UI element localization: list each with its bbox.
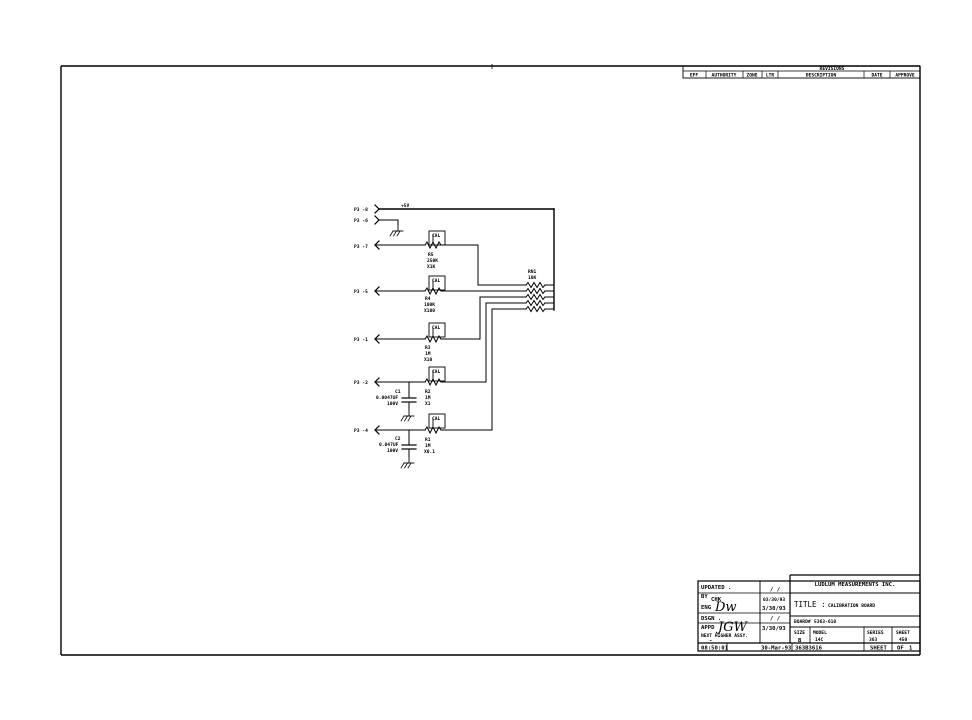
- cal-label: CAL: [432, 416, 441, 422]
- sheet-label: SHEET: [896, 630, 910, 636]
- print-time: 08:50:01: [701, 646, 729, 652]
- title-block: UPDATED . / / BY CHK 03/30/93 ENG Dw 3/3…: [697, 574, 921, 652]
- resistor-network-rn1: RN1 10K: [477, 269, 555, 313]
- series-value: 363: [869, 637, 878, 643]
- connector-label: P3 -2: [354, 380, 368, 386]
- dsgn-date: / /: [770, 616, 781, 622]
- model-value: 14C: [815, 637, 824, 643]
- next-higher-value: -: [709, 638, 712, 644]
- size-value: B: [798, 638, 802, 644]
- resistor-ref: R4: [425, 296, 431, 302]
- resistor-ref: R2: [425, 389, 431, 395]
- eng-date: 3/30/93: [762, 606, 786, 612]
- stage-r5: P3 -7 CAL R5 250K X1K: [354, 230, 479, 286]
- resistor-ref: R5: [428, 252, 434, 258]
- appd-date: 3/30/93: [762, 626, 786, 632]
- ground-icon: [400, 409, 415, 422]
- connector-label: P3 -6: [354, 218, 368, 224]
- stage-r3: P3 -1 CAL R3 1M X10: [354, 296, 481, 363]
- updated-label: UPDATED .: [701, 585, 731, 591]
- appd-signature: JGW: [715, 620, 749, 635]
- rev-col-eff: EFF: [690, 73, 699, 79]
- resistor-value: 250K: [427, 258, 438, 264]
- resistor-ref: R3: [425, 345, 431, 351]
- connector-label: P3 -8: [354, 207, 368, 213]
- updated-date: / /: [770, 587, 781, 593]
- eng-label: ENG: [701, 605, 712, 611]
- sheet-total: 1: [909, 646, 913, 652]
- rev-col-zone: ZONE: [746, 73, 757, 79]
- dsgn-label: DSGN .: [701, 616, 721, 622]
- rev-col-date: DATE: [871, 73, 882, 79]
- range-label: X10: [424, 357, 433, 363]
- next-higher-label: NEXT HIGHER ASSY.: [701, 633, 748, 639]
- cal-label: CAL: [432, 278, 441, 284]
- capacitor-ref: C2: [395, 436, 401, 442]
- capacitor-value: 0.047UF: [379, 442, 399, 448]
- rn1-value: 10K: [528, 275, 537, 281]
- connector-label: P3 -5: [354, 289, 368, 295]
- range-label: X0.1: [424, 449, 435, 455]
- by-label: BY: [701, 594, 708, 600]
- size-label: SIZE: [794, 630, 805, 636]
- capacitor-voltage: 100V: [387, 448, 398, 454]
- rev-col-description: DESCRIPTION: [806, 73, 837, 79]
- revisions-heading: REVISIONS: [820, 66, 845, 72]
- board-label: BOARD#: [794, 619, 811, 625]
- chk-label: CHK: [711, 597, 722, 603]
- sheet-value: 450: [899, 637, 908, 643]
- rev-col-approve: APPROVE: [895, 73, 915, 79]
- capacitor-ref: C1: [395, 389, 401, 395]
- stage-r1: P3 -4 CAL R1 1M X0.1 C2 0.047UF 100V: [354, 308, 493, 469]
- resistor-ref: R1: [425, 437, 431, 443]
- range-label: X100: [424, 308, 435, 314]
- connector-p3-8: P3 -8: [354, 204, 380, 214]
- range-label: X1K: [427, 264, 436, 270]
- board-value: 5363-610: [814, 619, 836, 625]
- rn1-ref: RN1: [528, 269, 537, 275]
- appd-label: APPD: [701, 625, 715, 631]
- ground-icon: [389, 224, 404, 237]
- connector-label: P3 -4: [354, 428, 368, 434]
- drawing-border: [60, 64, 921, 656]
- resistor-value: 1M: [425, 351, 431, 357]
- print-date: 30-Mar-93: [761, 646, 791, 652]
- supply-label: +5V: [401, 203, 410, 209]
- resistor-value: 1M: [425, 443, 431, 449]
- series-label: SERIES: [867, 630, 884, 636]
- range-label: X1: [425, 401, 431, 407]
- cal-label: CAL: [432, 233, 441, 239]
- file-name: 363B3616: [795, 646, 823, 652]
- cal-label: CAL: [432, 325, 441, 331]
- stage-r2: P3 -2 CAL R2 1M X1 C1 0.0047UF 100V: [354, 302, 487, 422]
- connector-label: P3 -7: [354, 244, 368, 250]
- cal-label: CAL: [432, 369, 441, 375]
- sheet-word: SHEET: [870, 646, 887, 652]
- rev-col-authority: AUTHORITY: [712, 73, 737, 79]
- capacitor-voltage: 100V: [387, 401, 398, 407]
- stage-r4: P3 -5 CAL R4 100K X100: [354, 275, 527, 314]
- title-label: TITLE :: [794, 600, 826, 609]
- chk-date: 03/30/93: [763, 597, 785, 603]
- title-value: CALIBRATION BOARD: [828, 603, 875, 609]
- eng-signature: Dw: [714, 600, 737, 615]
- connector-label: P3 -1: [354, 337, 368, 343]
- resistor-value: 1M: [425, 395, 431, 401]
- ground-icon: [400, 456, 415, 469]
- model-label: MODEL: [813, 630, 827, 636]
- rev-col-ltr: LTR: [766, 73, 775, 79]
- connector-p3-6: P3 -6: [354, 215, 404, 237]
- revisions-block: REVISIONS EFF AUTHORITY ZONE LTR DESCRIP…: [682, 65, 921, 79]
- resistor-value: 100K: [424, 302, 435, 308]
- company-name: LUDLUM MEASUREMENTS INC.: [815, 582, 896, 588]
- sheet-of: OF: [897, 646, 904, 652]
- capacitor-value: 0.0047UF: [376, 395, 398, 401]
- calibration-schematic: P3 -8 +5V P3 -6 RN1 10K: [354, 203, 555, 469]
